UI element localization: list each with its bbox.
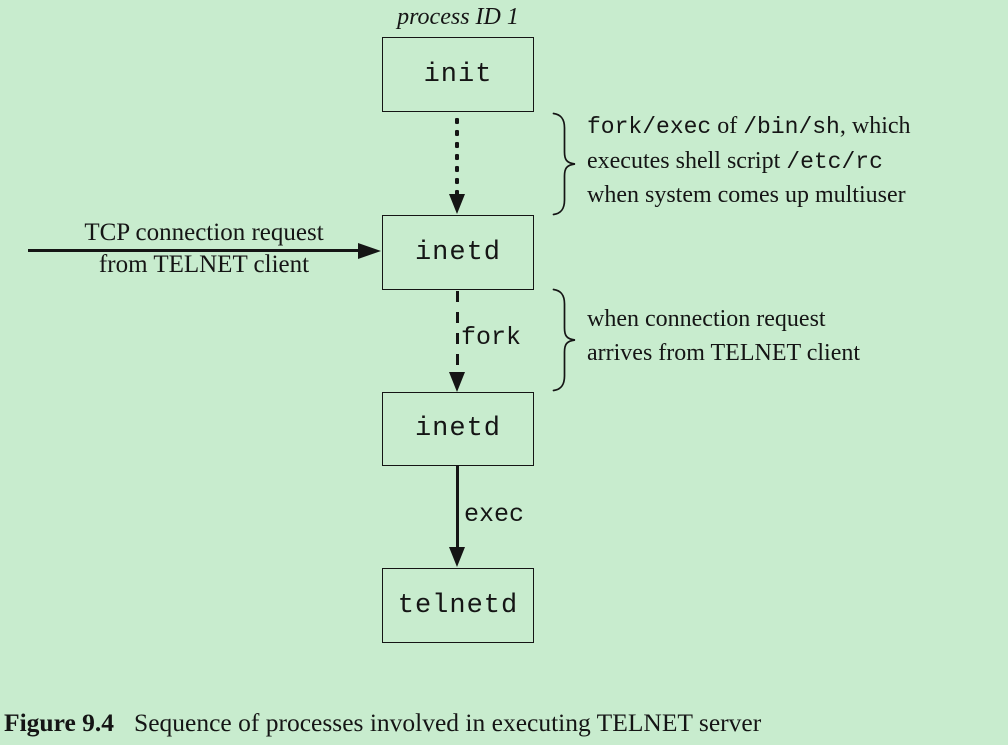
- telnetd-box: telnetd: [382, 568, 534, 643]
- tcp-request-label-line2: from TELNET client: [98, 251, 310, 278]
- figure-caption: Figure 9.4 Sequence of processes involved…: [4, 708, 761, 738]
- note-fork-exec-line2: executes shell script /etc/rc: [587, 145, 911, 180]
- dotted-connector-line: [455, 115, 459, 195]
- exec-connector-line: [456, 466, 459, 548]
- dotted-connector-arrowhead-icon: [449, 194, 465, 214]
- inetd-child-box: inetd: [382, 392, 534, 466]
- brace-connection-icon: [551, 288, 577, 392]
- note-code-fork-exec: fork/exec: [587, 114, 712, 140]
- note-connection: when connection request arrives from TEL…: [587, 303, 860, 370]
- exec-connector-arrowhead-icon: [449, 547, 465, 567]
- figure-number: Figure 9.4: [4, 708, 115, 737]
- inetd-parent-box-label: inetd: [414, 237, 501, 268]
- inetd-parent-box: inetd: [382, 215, 534, 290]
- note-fork-exec: fork/exec of /bin/sh, which executes she…: [587, 110, 911, 213]
- note-fork-exec-line3: when system comes up multiuser: [587, 182, 906, 208]
- note-code-bin-sh: /bin/sh: [743, 114, 840, 140]
- exec-label: exec: [464, 500, 525, 529]
- init-box: init: [382, 37, 534, 112]
- note-connection-line2: arrives from TELNET client: [587, 339, 861, 366]
- tcp-request-arrow-line: [28, 249, 359, 252]
- fork-connector-line: [456, 291, 459, 372]
- fork-label: fork: [461, 323, 522, 352]
- note-text: of: [711, 113, 744, 139]
- note-fork-exec-line1: fork/exec of /bin/sh, which: [587, 110, 911, 145]
- brace-fork-exec-icon: [551, 112, 577, 216]
- note-text: , which: [839, 113, 911, 139]
- tcp-request-arrowhead-icon: [358, 242, 381, 259]
- telnetd-box-label: telnetd: [397, 590, 519, 621]
- figure-caption-text: Sequence of processes involved in execut…: [134, 708, 762, 737]
- init-box-label: init: [423, 59, 493, 90]
- fork-connector-arrowhead-icon: [449, 372, 465, 392]
- inetd-child-box-label: inetd: [414, 414, 501, 444]
- tcp-request-label: TCP connection request from TELNET clien…: [25, 217, 383, 281]
- note-code-etc-rc: /etc/rc: [786, 148, 883, 175]
- tcp-request-label-line1: TCP connection request: [84, 219, 324, 246]
- note-text: executes shell script: [587, 147, 787, 174]
- note-connection-line1: when connection request: [587, 306, 826, 332]
- process-id-label: process ID 1: [397, 4, 519, 30]
